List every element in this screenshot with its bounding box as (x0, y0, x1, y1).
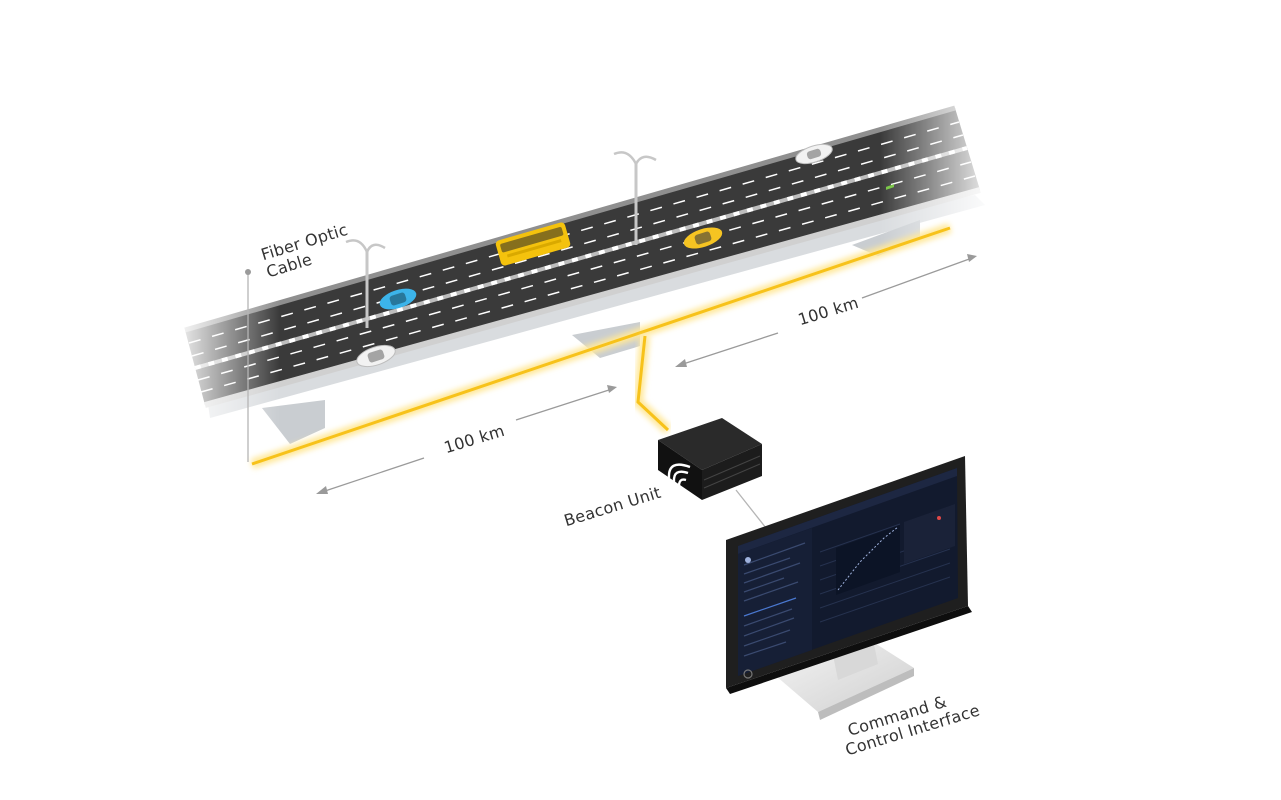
car-white (356, 344, 396, 368)
distance-arrow-right (675, 254, 977, 367)
beacon-unit (658, 418, 762, 500)
road-median (194, 146, 968, 370)
beacon-logo-icon (667, 463, 691, 487)
taxi (683, 227, 723, 249)
screen-waterfall-panel (836, 525, 900, 595)
bus (495, 222, 571, 266)
lamp-post (613, 151, 657, 245)
power-button-icon (743, 669, 753, 679)
car-white (795, 143, 833, 165)
highway (170, 60, 1000, 450)
screen-logo-icon (745, 557, 751, 563)
car-blue (379, 288, 417, 310)
highway-side (200, 195, 985, 418)
fiber-label-pointer (245, 269, 251, 462)
lamp-post (345, 239, 386, 328)
screen-top-bar (738, 468, 957, 554)
screen-map-panel (904, 504, 955, 564)
monitor (726, 184, 972, 720)
fiber-optic-cable (250, 223, 952, 469)
distance-arrow-left (316, 385, 617, 494)
road-barrier (204, 187, 981, 408)
beacon-to-monitor-link (735, 489, 767, 529)
